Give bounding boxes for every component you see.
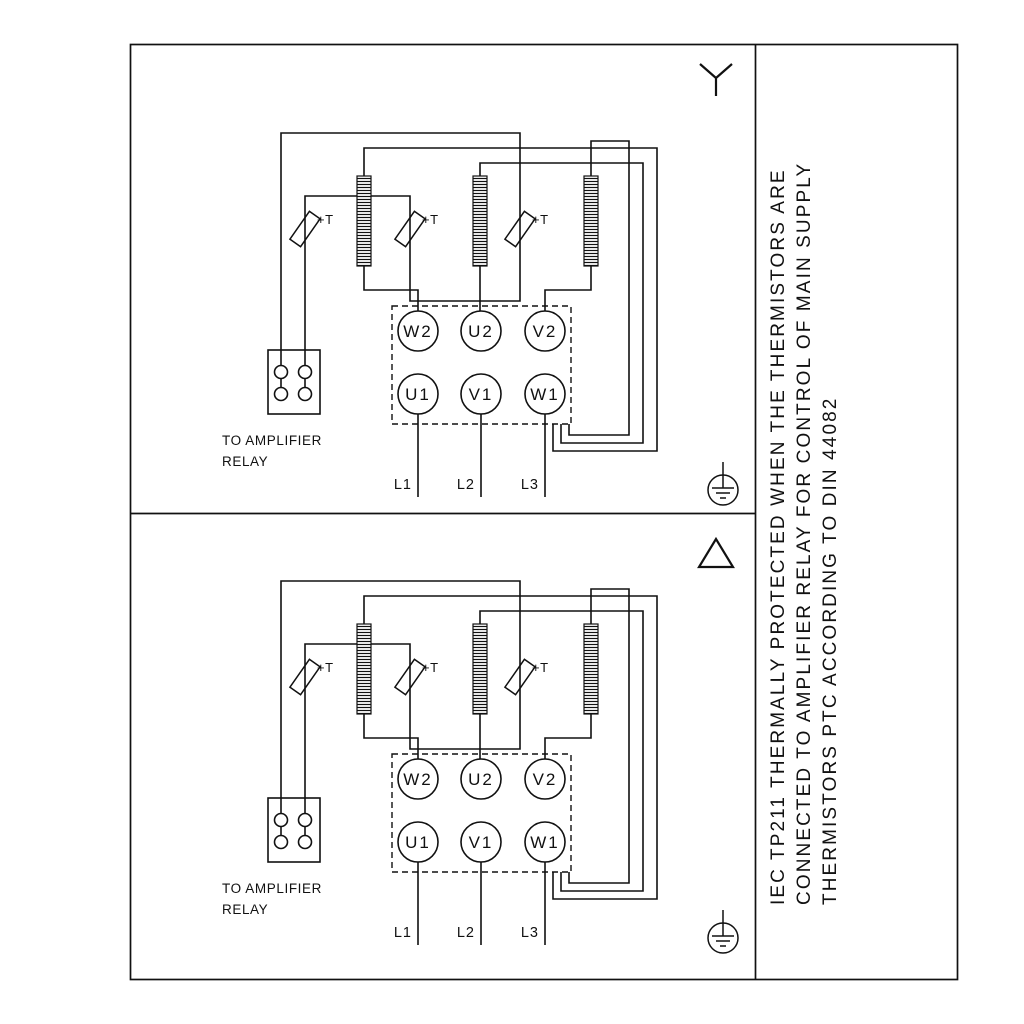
relay-caption: TO AMPLIFIER <box>222 881 322 896</box>
supply-label: L1 <box>394 925 412 941</box>
frame <box>129 43 959 981</box>
terminal-label: V2 <box>533 322 558 341</box>
terminal-label: U1 <box>405 385 431 404</box>
supply-label: L1 <box>394 477 412 493</box>
delta-symbol-icon <box>697 536 735 569</box>
star-section-graphics <box>267 132 739 506</box>
supply-label: L2 <box>457 925 475 941</box>
terminal-label: W1 <box>530 385 560 404</box>
relay-caption: RELAY <box>222 454 268 469</box>
star-symbol-icon <box>699 63 733 96</box>
terminal-label: W2 <box>403 322 433 341</box>
delta-section-labels: W2 U2 V2 U1 V1 W1 +T +T +T L1 L2 L3 TO A… <box>222 660 560 941</box>
star-section-labels: W2 U2 V2 U1 V1 W1 +T +T +T L1 L2 L3 TO A… <box>222 212 560 493</box>
terminal-label: V1 <box>469 385 494 404</box>
terminal-label: U2 <box>468 322 494 341</box>
terminal-label: V1 <box>469 833 494 852</box>
side-note: IEC TP211 THERMALLY PROTECTED WHEN THE T… <box>768 162 841 905</box>
thermistor-label: +T <box>422 660 439 675</box>
side-note-line: CONNECTED TO AMPLIFIER RELAY FOR CONTROL… <box>794 162 815 905</box>
supply-label: L3 <box>521 925 539 941</box>
side-note-line: THERMISTORS PTC ACCORDING TO DIN 44082 <box>820 397 841 905</box>
supply-label: L3 <box>521 477 539 493</box>
thermistor-label: +T <box>317 212 334 227</box>
relay-caption: TO AMPLIFIER <box>222 433 322 448</box>
relay-caption: RELAY <box>222 902 268 917</box>
terminal-label: U2 <box>468 770 494 789</box>
thermistor-label: +T <box>422 212 439 227</box>
terminal-label: V2 <box>533 770 558 789</box>
frame-border <box>129 43 959 981</box>
terminal-label: U1 <box>405 833 431 852</box>
thermistor-label: +T <box>532 212 549 227</box>
side-note-line: IEC TP211 THERMALLY PROTECTED WHEN THE T… <box>768 168 789 905</box>
thermistor-label: +T <box>532 660 549 675</box>
supply-label: L2 <box>457 477 475 493</box>
terminal-label: W1 <box>530 833 560 852</box>
terminal-label: W2 <box>403 770 433 789</box>
thermistor-label: +T <box>317 660 334 675</box>
delta-section-graphics <box>267 580 739 954</box>
